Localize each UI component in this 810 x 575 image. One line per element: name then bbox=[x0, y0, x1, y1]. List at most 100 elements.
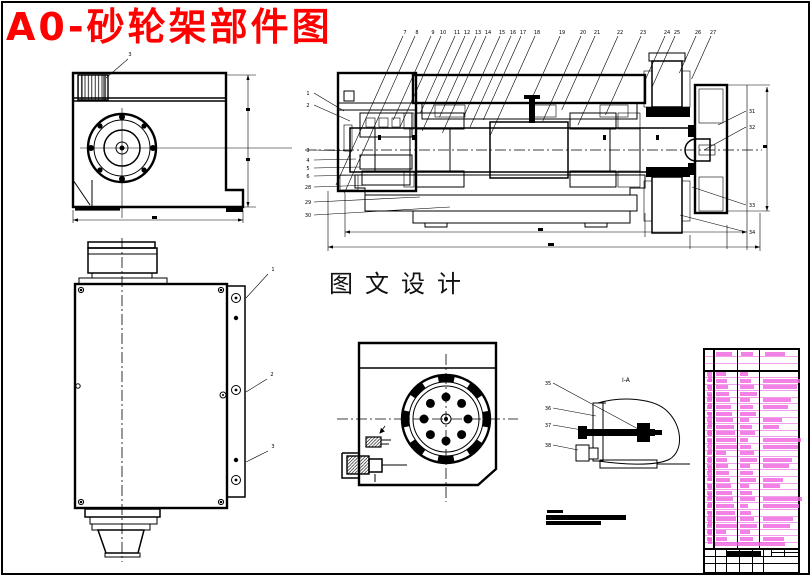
titleblock-line bbox=[705, 563, 798, 564]
callout-number: 5 bbox=[306, 166, 309, 172]
sheet-title: A0-砂轮架部件图 bbox=[6, 5, 333, 49]
table-row-line bbox=[705, 535, 798, 537]
table-cell-text bbox=[716, 438, 736, 442]
callout-number: 3 bbox=[306, 148, 309, 154]
leader-line bbox=[552, 424, 583, 431]
table-cell-text bbox=[706, 418, 712, 422]
callout-number: 27 bbox=[710, 30, 716, 36]
leader-line bbox=[245, 450, 269, 463]
table-cell-text bbox=[740, 411, 756, 416]
table-cell-text bbox=[716, 484, 731, 489]
detail-bolt bbox=[575, 423, 662, 462]
titleblock-bar bbox=[727, 551, 761, 556]
table-cell-text bbox=[716, 411, 732, 416]
table-column-rule bbox=[713, 350, 715, 548]
table-strip-text bbox=[707, 457, 712, 463]
table-cell-text bbox=[706, 424, 712, 429]
section-end-cap bbox=[684, 83, 729, 215]
table-cell-text bbox=[740, 517, 754, 522]
table-cell-text bbox=[740, 464, 750, 469]
front-view bbox=[337, 341, 518, 502]
titleblock-rule bbox=[763, 548, 764, 572]
titleblock-line bbox=[705, 548, 798, 550]
table-cell-text bbox=[716, 457, 727, 462]
table-cell-text bbox=[740, 391, 757, 396]
table-row-line bbox=[705, 528, 798, 530]
leader-line bbox=[469, 35, 512, 128]
callout-number: 15 bbox=[499, 30, 505, 36]
table-row-line bbox=[705, 482, 798, 484]
table-strip-text bbox=[707, 421, 712, 427]
leader-line bbox=[392, 35, 432, 121]
table-cell-text bbox=[716, 405, 731, 409]
titleblock-rule bbox=[715, 548, 716, 572]
callout-number: 3 bbox=[128, 52, 131, 58]
leader-line bbox=[464, 35, 501, 116]
table-cell-text bbox=[740, 438, 748, 442]
table-cell-text bbox=[716, 431, 735, 436]
leader-line bbox=[561, 35, 596, 111]
table-cell-text bbox=[706, 471, 712, 475]
leader-line bbox=[552, 382, 641, 431]
callout-number: 1 bbox=[271, 267, 274, 273]
leader-line bbox=[245, 273, 269, 299]
table-row-line bbox=[705, 456, 798, 458]
table-cell-text bbox=[716, 444, 737, 449]
leader-line bbox=[313, 166, 361, 169]
table-cell-text bbox=[716, 385, 728, 390]
table-cell-text bbox=[716, 352, 732, 356]
callout-number: 22 bbox=[617, 30, 623, 36]
callout-number: 38 bbox=[545, 443, 551, 449]
front-outline bbox=[357, 341, 498, 487]
table-row-line bbox=[705, 396, 798, 398]
table-row-line bbox=[705, 383, 798, 385]
titleblock-line bbox=[705, 556, 798, 557]
table-cell-text bbox=[740, 477, 756, 482]
table-cell-text bbox=[740, 530, 750, 535]
section-left-housing bbox=[336, 71, 418, 193]
table-strip-text bbox=[707, 520, 712, 526]
leader-line bbox=[313, 158, 357, 161]
table-cell-text bbox=[716, 523, 737, 528]
table-cell-text bbox=[716, 372, 726, 376]
note-bar bbox=[546, 521, 601, 525]
leader-line bbox=[679, 214, 747, 233]
plan-corner-screws bbox=[75, 286, 225, 506]
plan-body bbox=[73, 238, 246, 562]
leader-line bbox=[691, 35, 712, 80]
callout-number: 24 bbox=[664, 30, 670, 36]
leader-line bbox=[335, 35, 404, 186]
leader-line bbox=[651, 35, 676, 88]
table-cell-text bbox=[740, 424, 752, 429]
table-row-line bbox=[705, 429, 798, 431]
bearing-boss-circles bbox=[80, 108, 292, 218]
titleblock-line bbox=[771, 552, 798, 553]
table-cell-text bbox=[716, 510, 735, 515]
table-cell-text bbox=[740, 523, 757, 528]
wheel-flange bbox=[337, 354, 518, 502]
table-cell-text bbox=[763, 537, 784, 541]
plan-flange-holes bbox=[219, 293, 241, 485]
leader-line bbox=[439, 35, 477, 118]
table-cell-text bbox=[763, 424, 779, 429]
table-strip-text bbox=[707, 502, 712, 508]
callout-number: 4 bbox=[306, 158, 309, 164]
leader-line bbox=[552, 407, 597, 417]
bearings bbox=[403, 112, 641, 188]
leader-line bbox=[313, 196, 421, 203]
plan-top-boss bbox=[78, 241, 168, 285]
titleblock-rule bbox=[726, 548, 727, 572]
table-cell-text bbox=[763, 477, 783, 482]
table-cell-text bbox=[740, 378, 751, 383]
leader-line bbox=[529, 35, 561, 104]
leader-line bbox=[421, 35, 466, 132]
table-cell-text bbox=[706, 372, 712, 376]
table-strip-text bbox=[707, 466, 712, 472]
note-bar bbox=[547, 510, 563, 513]
motor-knob bbox=[77, 74, 109, 101]
table-cell-text bbox=[740, 398, 750, 403]
leader-line bbox=[245, 378, 268, 393]
side-dimensions bbox=[72, 74, 256, 223]
callout-number: 21 bbox=[594, 30, 600, 36]
